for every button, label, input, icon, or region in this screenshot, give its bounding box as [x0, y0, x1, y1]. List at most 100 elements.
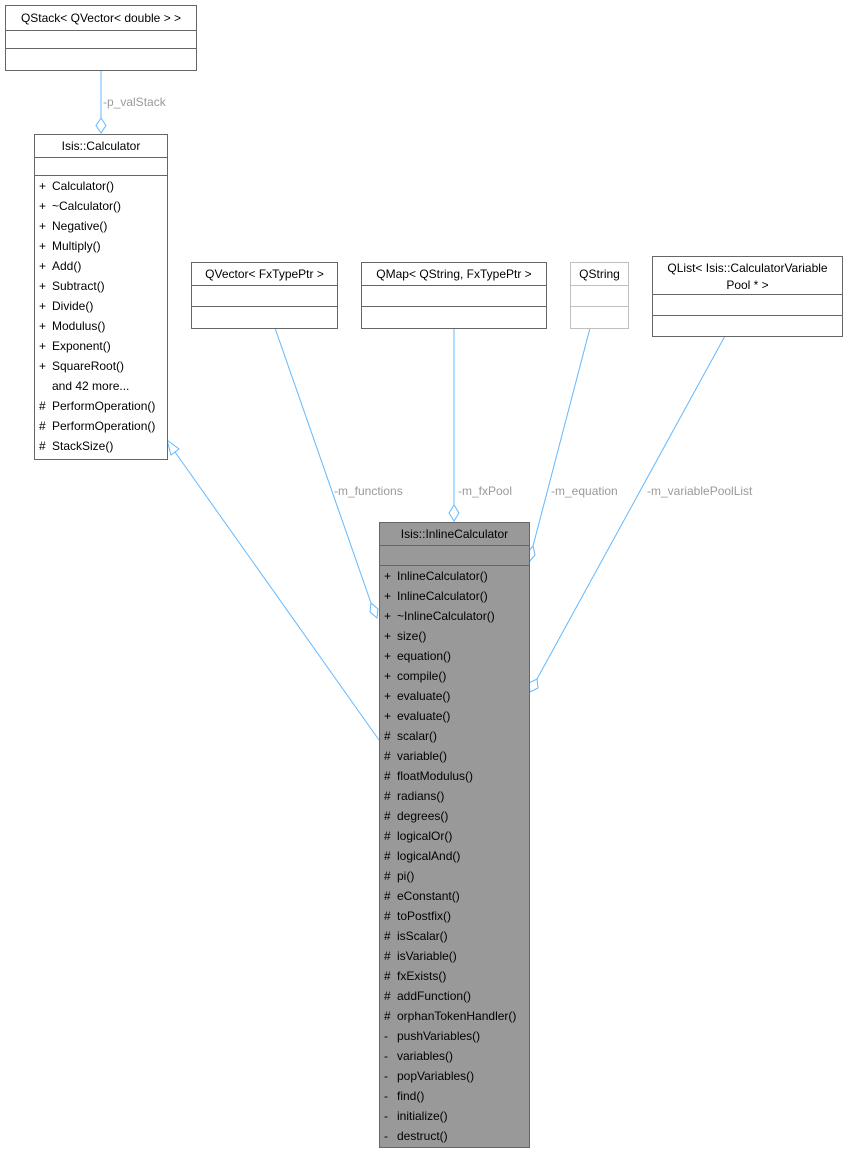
member-name: logicalAnd(): [397, 849, 460, 863]
member-row: # toPostfix(): [384, 909, 451, 923]
member-name: eConstant(): [397, 889, 460, 903]
member-row: -popVariables(): [384, 1069, 474, 1083]
member-name: Subtract(): [52, 279, 105, 293]
aggregation-diamond-icon: [95, 117, 107, 134]
member-row: #pi(): [384, 869, 414, 883]
member-row: # StackSize(): [39, 439, 113, 453]
visibility-marker: +: [39, 199, 46, 213]
member-name: radians(): [397, 789, 444, 803]
member-name: ~Calculator(): [52, 199, 121, 213]
member-name: destruct(): [397, 1129, 448, 1143]
aggregation-diamond-icon: [369, 602, 379, 619]
visibility-marker: #: [384, 769, 391, 783]
member-name: Negative(): [52, 219, 107, 233]
visibility-marker: +: [384, 689, 391, 703]
class-box-calculator[interactable]: Isis::Calculator+Calculator()+~Calculato…: [34, 134, 168, 460]
member-row: and 42 more...: [52, 379, 129, 393]
member-row: +SquareRoot(): [39, 359, 124, 373]
member-row: #fxExists(): [384, 969, 446, 983]
member-name: Modulus(): [52, 319, 105, 333]
visibility-marker: #: [39, 439, 46, 453]
class-box-frame: [652, 256, 843, 337]
member-row: + ~Calculator(): [39, 199, 121, 213]
visibility-marker: -: [384, 1109, 388, 1123]
visibility-marker: +: [39, 299, 46, 313]
visibility-marker: -: [384, 1129, 388, 1143]
member-row: -pushVariables(): [384, 1029, 480, 1043]
member-name: PerformOperation(): [52, 419, 155, 433]
member-name: isVariable(): [397, 949, 457, 963]
class-box-frame: [34, 134, 168, 460]
class-box-inline[interactable]: Isis::InlineCalculator+ InlineCalculator(…: [379, 522, 530, 1148]
visibility-marker: #: [384, 909, 391, 923]
member-row: #degrees(): [384, 809, 448, 823]
member-name: Add(): [52, 259, 81, 273]
class-title: QMap< QString, FxTypePtr >: [376, 267, 531, 281]
member-row: -destruct(): [384, 1129, 448, 1143]
visibility-marker: +: [39, 179, 46, 193]
member-row: +Multiply(): [39, 239, 101, 253]
class-title: QStack< QVector< double > >: [21, 11, 181, 25]
member-name: logicalOr(): [397, 829, 452, 843]
member-row: #logicalAnd(): [384, 849, 460, 863]
visibility-marker: #: [384, 749, 391, 763]
member-name: evaluate(): [397, 709, 450, 723]
member-name: variable(): [397, 749, 447, 763]
class-box-qstring[interactable]: QString: [570, 262, 629, 329]
member-name: variables(): [397, 1049, 453, 1063]
member-name: floatModulus(): [397, 769, 473, 783]
member-name: StackSize(): [52, 439, 113, 453]
visibility-marker: #: [39, 419, 46, 433]
edge-label-p-valstack: -p_valStack: [103, 95, 167, 109]
class-title: Pool * >: [726, 278, 768, 292]
class-title: Isis::InlineCalculator: [401, 527, 508, 541]
visibility-marker: +: [39, 239, 46, 253]
member-row: # scalar(): [384, 729, 437, 743]
member-row: +Calculator(): [39, 179, 114, 193]
class-box-frame: [379, 522, 530, 1148]
member-row: + Modulus(): [39, 319, 105, 333]
visibility-marker: +: [39, 319, 46, 333]
member-name: degrees(): [397, 809, 448, 823]
member-name: scalar(): [397, 729, 437, 743]
member-name: initialize(): [397, 1109, 448, 1123]
class-title: Isis::Calculator: [62, 139, 141, 153]
visibility-marker: +: [384, 649, 391, 663]
visibility-marker: -: [384, 1069, 388, 1083]
member-row: +evaluate(): [384, 709, 450, 723]
member-name: InlineCalculator(): [397, 589, 488, 603]
class-title: QList< Isis::CalculatorVariable: [667, 261, 828, 275]
member-row: #isScalar(): [384, 929, 448, 943]
edge-m-functions: [274, 327, 372, 604]
visibility-marker: #: [384, 1009, 391, 1023]
member-row: #orphanTokenHandler(): [384, 1009, 516, 1023]
class-box-qmap[interactable]: QMap< QString, FxTypePtr >: [361, 262, 547, 329]
member-name: InlineCalculator(): [397, 569, 488, 583]
member-row: +Negative(): [39, 219, 107, 233]
edge-inheritance: [174, 451, 380, 741]
member-row: #logicalOr(): [384, 829, 452, 843]
member-name: evaluate(): [397, 689, 450, 703]
member-row: #eConstant(): [384, 889, 460, 903]
member-name: compile(): [397, 669, 446, 683]
member-row: # PerformOperation(): [39, 419, 155, 433]
member-name: find(): [397, 1089, 424, 1103]
member-row: + InlineCalculator(): [384, 589, 488, 603]
visibility-marker: -: [384, 1089, 388, 1103]
visibility-marker: #: [384, 729, 391, 743]
aggregation-diamond-icon: [528, 678, 539, 693]
member-name: equation(): [397, 649, 451, 663]
visibility-marker: +: [384, 589, 391, 603]
member-name: toPostfix(): [397, 909, 451, 923]
class-box-qstack[interactable]: QStack< QVector< double > >: [5, 5, 197, 71]
visibility-marker: -: [384, 1049, 388, 1063]
visibility-marker: #: [39, 399, 46, 413]
edge-label-m-fxpool: -m_fxPool: [458, 484, 512, 498]
visibility-marker: #: [384, 949, 391, 963]
class-box-qvector[interactable]: QVector< FxTypePtr >: [191, 262, 338, 329]
member-row: +Exponent(): [39, 339, 111, 353]
member-row: # floatModulus(): [384, 769, 473, 783]
member-name: SquareRoot(): [52, 359, 124, 373]
